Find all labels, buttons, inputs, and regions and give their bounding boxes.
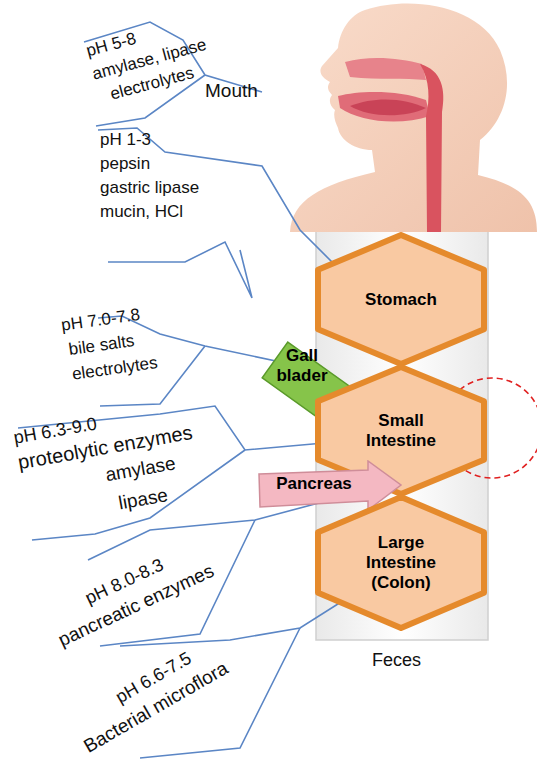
tongue: [350, 99, 426, 115]
organ-diamond: Large Intestine (Colon): [315, 494, 487, 631]
callout-text: bile salts: [67, 331, 135, 360]
callout-text: pepsin: [100, 154, 150, 174]
organ-label: Small Intestine: [351, 411, 451, 451]
callout-text: Mouth: [205, 80, 258, 102]
head-silhouette: [290, 3, 537, 232]
organ-label: Gall blader: [263, 346, 341, 386]
node-shape: [318, 235, 484, 364]
callout-brackets: [18, 22, 380, 758]
organ-diamond: Stomach: [315, 232, 487, 367]
organ-label: Large Intestine (Colon): [356, 533, 446, 593]
nasal-cavity: [345, 58, 426, 80]
callout-text: gastric lipase: [100, 178, 199, 198]
pharynx: [420, 64, 443, 232]
callout-text: mucin, HCl: [100, 202, 183, 222]
organ-label: Pancreas: [264, 474, 364, 494]
callout-text: pH 1-3: [100, 130, 151, 150]
gut-tube: [316, 226, 488, 640]
oral-cavity: [338, 92, 430, 122]
organ-label: Stomach: [341, 290, 461, 310]
callout-text: Feces: [372, 650, 421, 671]
node-shape: [259, 461, 401, 510]
node-shape: [318, 497, 484, 628]
